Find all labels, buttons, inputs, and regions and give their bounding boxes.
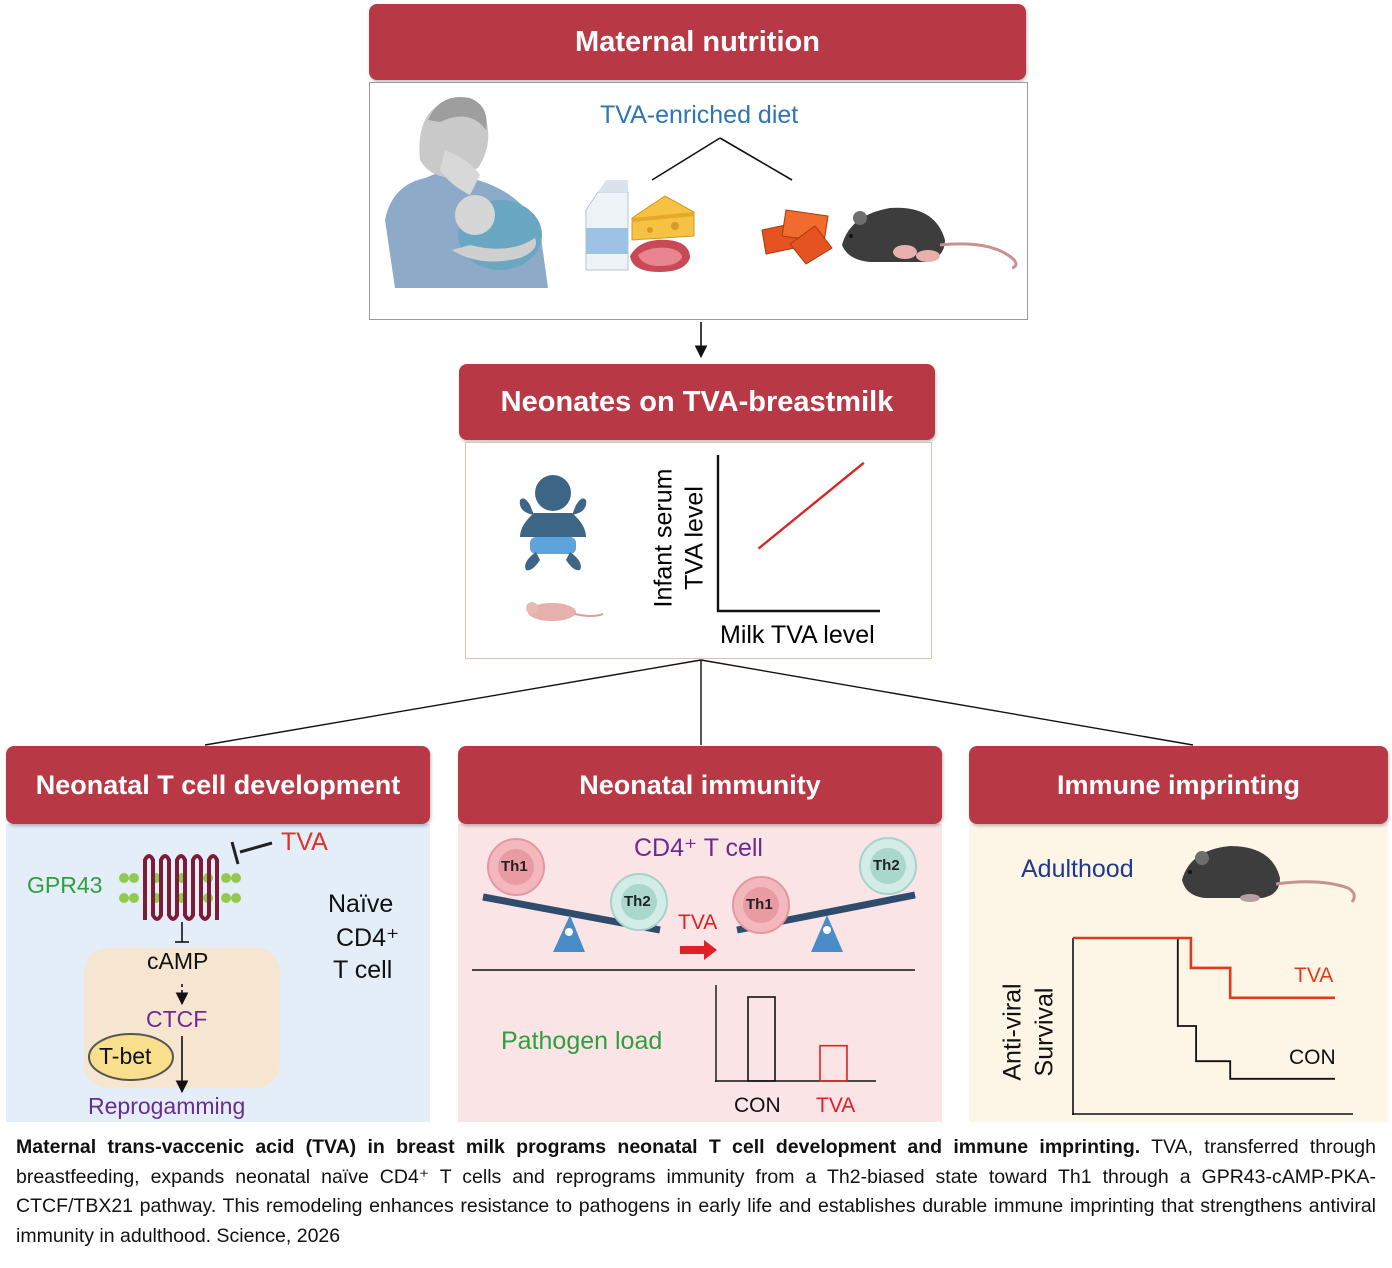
th2-label-b: Th2 (873, 857, 900, 874)
caption-body: TVA, transferred through breastfeeding, … (16, 1136, 1376, 1247)
maternal-nutrition-title: Maternal nutrition (575, 25, 820, 58)
seesaw-th1-shifted (732, 837, 917, 952)
survival-curve-con (1073, 937, 1335, 1080)
t-cell-dev-header: Neonatal T cell development (6, 746, 430, 824)
adulthood-label: Adulthood (1021, 855, 1134, 883)
tva-arrow-label: TVA (678, 911, 718, 934)
left-tva-label: TVA (281, 828, 328, 856)
pathogen-load-label: Pathogen load (501, 1027, 663, 1055)
th1-label-b: Th1 (746, 896, 773, 913)
survival-con-label: CON (1289, 1046, 1336, 1069)
imprinting-title: Immune imprinting (1057, 769, 1300, 800)
survival-curve-tva (1073, 936, 1335, 1000)
gpr43-label: GPR43 (27, 872, 103, 898)
infant-icon (519, 475, 587, 571)
neonates-title: Neonates on TVA-breastmilk (500, 385, 894, 418)
imprinting-header: Immune imprinting (969, 746, 1388, 824)
gpr43-receptor (119, 854, 241, 921)
diet-branch-lines (651, 137, 793, 181)
milk-axis-label: Milk TVA level (720, 621, 875, 649)
mouse-with-pups-illustration (842, 207, 1018, 270)
th1-label-a: Th1 (501, 858, 528, 875)
caption-bold: Maternal trans-vaccenic acid (TVA) in br… (16, 1136, 1141, 1158)
panel-connectors (204, 659, 1194, 746)
reprogramming-label: Reprogamming (88, 1093, 246, 1119)
naive-line2: CD4⁺ (336, 924, 400, 952)
ctcf-label: CTCF (146, 1006, 208, 1032)
adult-mouse-icon (1182, 846, 1356, 903)
cd4-label: CD4⁺ T cell (634, 834, 763, 862)
survival-axis-label-2: Survival (1030, 987, 1059, 1077)
tva-bar-label: TVA (816, 1094, 856, 1117)
con-bar-label: CON (734, 1094, 781, 1117)
naive-line1: Naïve (328, 890, 394, 918)
survival-axis-label-1: Anti-viral (998, 983, 1027, 1081)
tva-diet-label: TVA-enriched diet (600, 101, 799, 129)
pathogen-chart (715, 985, 876, 1082)
tbet-label: T-bet (99, 1043, 152, 1069)
bar-con (747, 996, 776, 1082)
neonates-header: Neonates on TVA-breastmilk (459, 364, 935, 440)
t-cell-dev-title: Neonatal T cell development (35, 769, 401, 800)
immunity-title: Neonatal immunity (579, 769, 821, 800)
serum-chart (716, 455, 880, 613)
food-illustration (585, 180, 833, 272)
naive-line3: T cell (333, 956, 393, 984)
tva-inhibition-symbol (230, 841, 273, 865)
immunity-header: Neonatal immunity (458, 746, 942, 824)
diagram-graphics (84, 96, 1356, 1115)
pathway-arrows (175, 922, 189, 1094)
bar-tva (819, 1044, 848, 1082)
maternal-nutrition-header: Maternal nutrition (369, 4, 1026, 80)
figure-caption: Maternal trans-vaccenic acid (TVA) in br… (16, 1133, 1376, 1251)
tbet-ellipse (88, 1033, 174, 1081)
pup-icon (526, 602, 604, 621)
seesaw-th2-biased (482, 838, 668, 952)
camp-label: cAMP (147, 948, 209, 974)
mother-baby-illustration (385, 96, 548, 288)
tva-red-arrow (680, 940, 717, 960)
survival-chart (1072, 936, 1353, 1115)
survival-tva-label: TVA (1294, 964, 1334, 987)
serum-trend-line (757, 461, 865, 550)
th2-label-a: Th2 (624, 893, 651, 910)
